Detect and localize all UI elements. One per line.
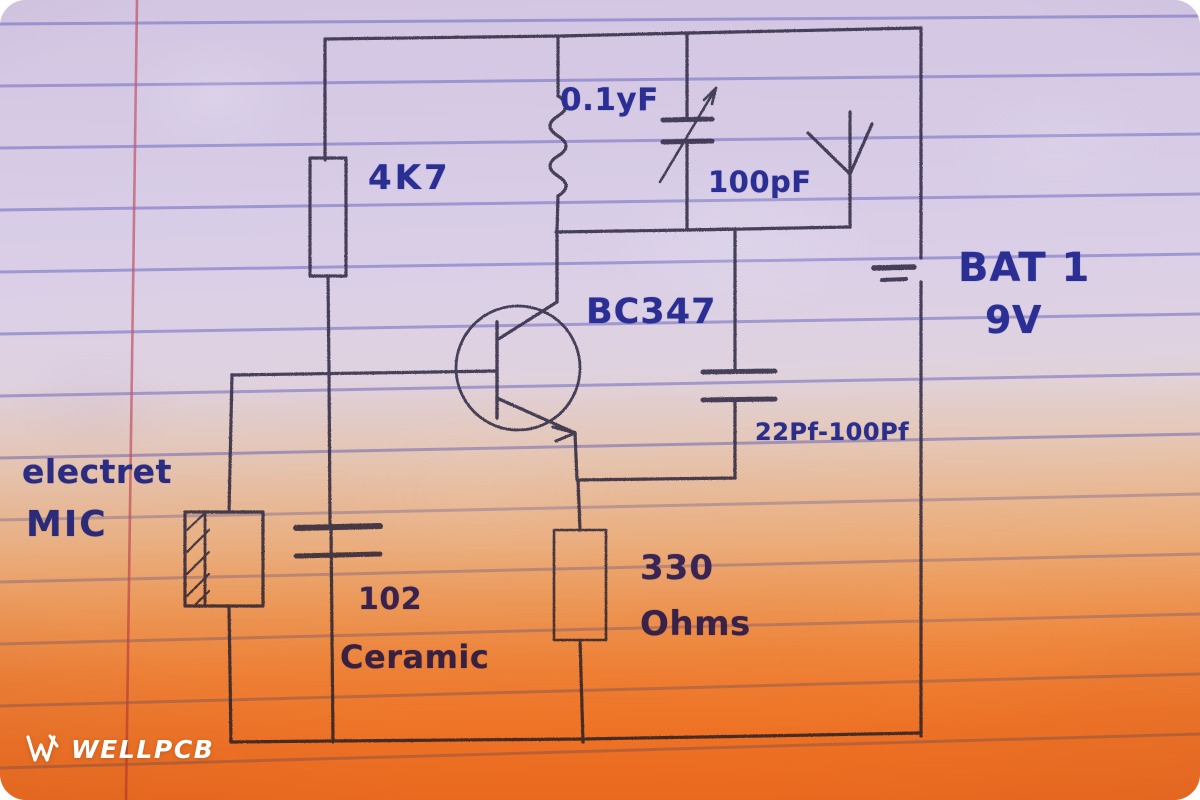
antenna-branch-right (848, 122, 874, 176)
transistor-collector-lead (495, 300, 559, 342)
capacitor-trimmer-arrow-head (702, 86, 718, 106)
label-battery-name: BAT 1 (958, 245, 1090, 291)
wire-inductor-bottom (555, 194, 560, 234)
label-transistor: BC347 (586, 292, 716, 332)
capacitor-trimmer-plate-top (660, 116, 715, 123)
label-inductor: 0.1yF (560, 82, 659, 118)
capacitor-feedback-plate-top (700, 368, 778, 375)
inductor-coil (548, 94, 568, 198)
w-logo-icon (26, 734, 59, 762)
antenna-branch-left (806, 131, 852, 176)
label-resistor-4k7: 4K7 (368, 158, 451, 198)
battery-plate-long (871, 264, 917, 271)
label-battery-voltage: 9V (985, 298, 1042, 342)
warm-photo-tint (0, 380, 1200, 800)
wire-r4k7-to-base-node (326, 274, 331, 374)
wire-node-to-feedback-top (686, 227, 737, 232)
wellpcb-watermark: WELLPCB (26, 734, 214, 764)
wellpcb-brand-text: WELLPCB (71, 734, 215, 764)
wire-base-to-mic (230, 370, 438, 377)
battery-plate-short (880, 277, 908, 282)
transistor-base-lead (434, 369, 499, 374)
capacitor-trimmer-arrow-shaft (658, 86, 718, 184)
wire-top-rail (323, 26, 923, 41)
label-trimmer-cap: 100pF (708, 165, 812, 199)
